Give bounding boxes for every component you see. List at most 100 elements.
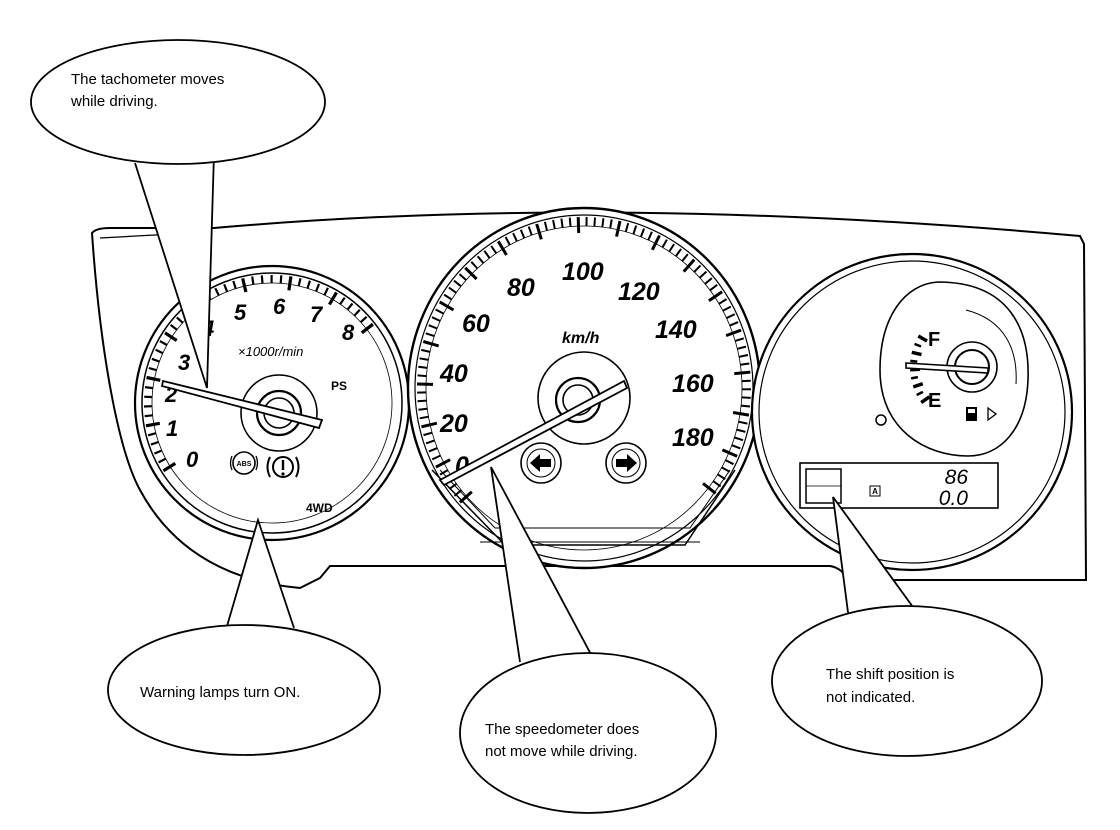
gauge-tick [731, 444, 741, 450]
gauge-tick [738, 354, 749, 358]
gauge-tick [419, 415, 429, 420]
fuel-pump-icon [966, 406, 998, 422]
odometer-display: A 86 0.0 [799, 462, 999, 510]
gauge-tick [315, 283, 321, 292]
tach-number-6: 6 [273, 294, 286, 319]
odometer-value-bottom: 0.0 [939, 487, 969, 510]
tachometer-gauge: 0 1 2 3 4 5 6 7 8 ×1000r/min PS 4WD ABS [133, 264, 411, 542]
gauge-tick [726, 313, 736, 320]
gauge-tick [428, 447, 438, 453]
gauge-tick [435, 308, 445, 315]
gauge-tick [920, 395, 931, 405]
gauge-tick [443, 293, 453, 301]
gauge-tick [260, 275, 264, 284]
callout-speedometer-line2: not move while driving. [485, 743, 638, 760]
gauge-tick [476, 255, 485, 264]
gauge-tick [158, 457, 167, 464]
gauge-tick [453, 279, 462, 288]
gauge-tick [912, 382, 924, 389]
gauge-tick [639, 228, 646, 238]
gauge-tick [153, 449, 163, 455]
tach-number-8: 8 [342, 320, 355, 345]
gauge-tick [601, 218, 605, 228]
gauge-tick [709, 284, 718, 292]
fourwd-label: 4WD [306, 501, 333, 515]
gauge-tick [419, 357, 429, 361]
gauge-tick [708, 290, 723, 303]
gauge-tick [464, 266, 478, 281]
gauge-tick [359, 315, 368, 324]
gauge-tick [431, 316, 441, 322]
gauge-tick [483, 250, 491, 259]
speed-unit-label: km/h [562, 330, 600, 347]
speed-number-120: 120 [618, 278, 660, 306]
gauge-tick [914, 342, 922, 348]
fuel-empty-label: E [928, 390, 941, 412]
gauge-tick [512, 232, 518, 242]
gauge-tick [232, 280, 237, 289]
gauge-tick [435, 458, 451, 469]
gauge-tick [438, 300, 455, 312]
gauge-tick [144, 414, 153, 418]
gauge-tick [470, 261, 479, 270]
gauge-tick [910, 375, 919, 380]
speedometer-gauge: 0 20 40 60 80 100 120 140 160 180 km/h [406, 206, 762, 570]
gauge-tick [145, 421, 161, 428]
gauge-tick [144, 386, 154, 390]
gauge-tick [682, 258, 696, 273]
gauge-tick [148, 366, 157, 372]
gauge-tick [439, 469, 449, 476]
gauge-tick [328, 291, 338, 306]
tachometer-needle [160, 379, 324, 430]
gauge-tick [155, 348, 164, 355]
gauge-tick [693, 264, 702, 273]
gauge-tick [543, 221, 548, 231]
gauge-tick [504, 236, 511, 246]
gauge-tick [737, 345, 747, 350]
gauge-tick [702, 482, 717, 495]
ps-label: PS [331, 379, 347, 393]
gauge-tick [425, 439, 435, 445]
gauge-tick [151, 357, 160, 363]
gauge-tick [251, 276, 255, 285]
speedometer-ticks [416, 216, 751, 504]
gauge-tick [910, 359, 918, 363]
brake-warning-lamp-icon [266, 456, 300, 478]
gauge-tick [917, 334, 928, 343]
gauge-tick [417, 399, 427, 403]
callout-shift-line2: not indicated. [826, 689, 915, 706]
gauge-tick [448, 286, 457, 294]
right-turn-signal-icon [605, 442, 647, 484]
gauge-tick [740, 362, 750, 366]
gauge-tick [164, 331, 178, 342]
gauge-tick [647, 231, 653, 241]
gauge-tick [420, 348, 431, 353]
indicator-dot [875, 414, 887, 426]
callout-shift-line1: The shift position is [826, 666, 954, 683]
gauge-tick [740, 404, 751, 408]
gauge-tick [721, 466, 731, 473]
gauge-tick [738, 420, 748, 425]
gauge-tick [323, 287, 329, 296]
gauge-tick [428, 324, 438, 330]
gauge-tick [624, 222, 630, 233]
fuel-full-label: F [928, 329, 940, 351]
gauge-tick [519, 229, 526, 239]
speed-number-100: 100 [562, 258, 604, 286]
gauge-tick [497, 240, 508, 256]
gauge-tick [146, 375, 161, 382]
speed-number-20: 20 [439, 410, 468, 438]
gauge-tick [734, 436, 744, 442]
callout-tachometer-line2: while driving. [70, 93, 158, 110]
gauge-tick [287, 276, 293, 291]
gauge-tick [661, 239, 668, 248]
gauge-tick [425, 332, 435, 338]
gauge-tick [916, 390, 924, 397]
gauge-tick [150, 440, 159, 446]
gauge-tick [418, 365, 428, 369]
abs-label: ABS [237, 461, 252, 468]
speed-number-140: 140 [655, 316, 697, 344]
callout-tachometer: The tachometer moves while driving. [30, 39, 326, 389]
gauge-tick [297, 277, 302, 287]
